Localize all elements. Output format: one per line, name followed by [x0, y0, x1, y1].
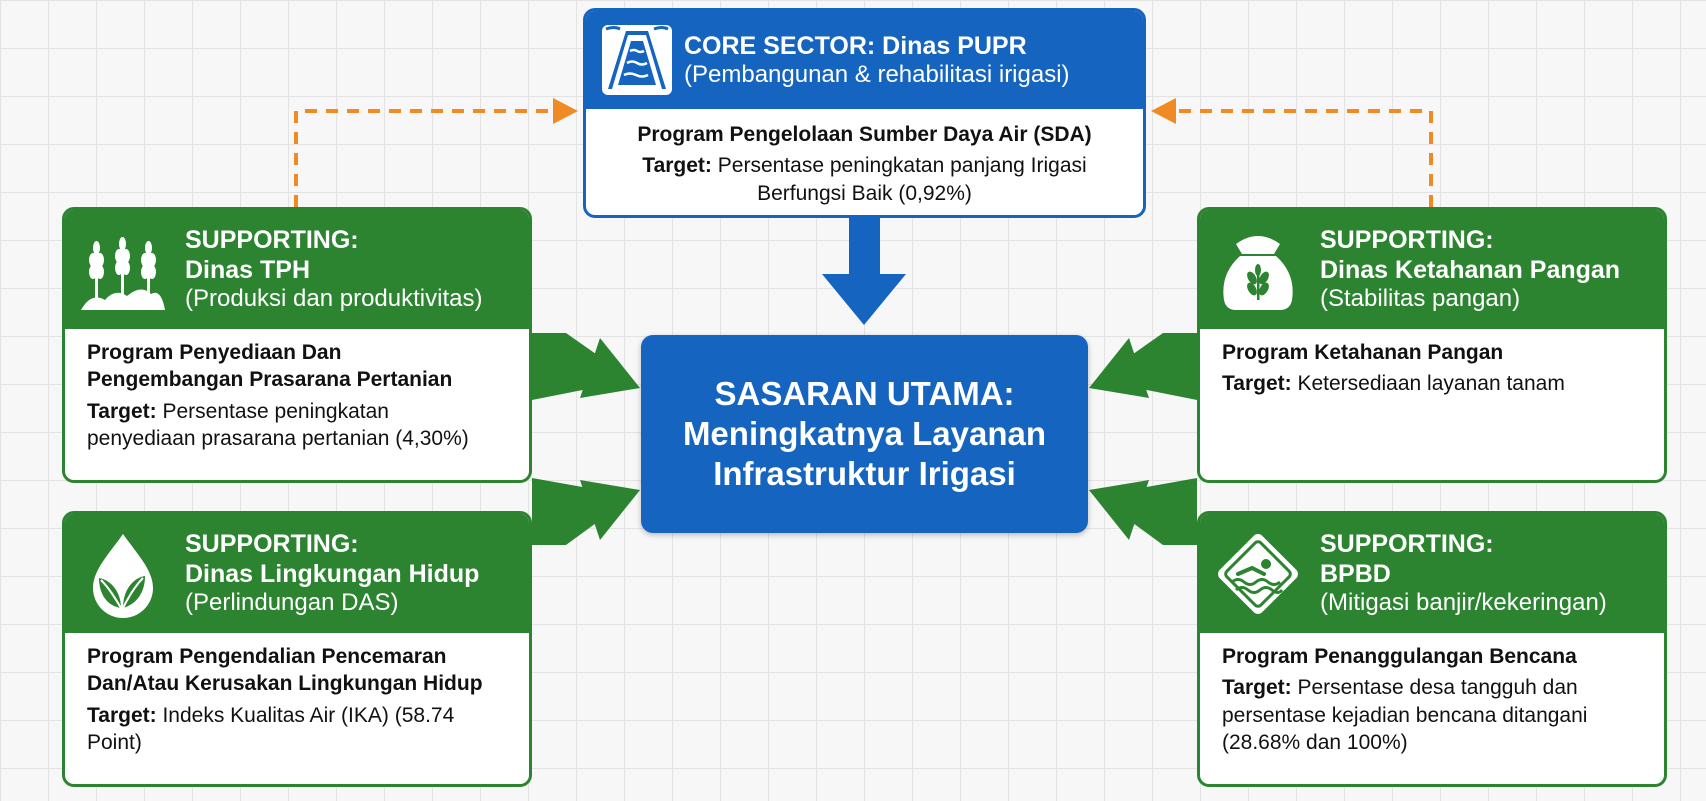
dashed-arrow-ketahanan-to-core — [1172, 109, 1433, 207]
tph-program-line2: Pengembangan Prasarana Pertanian — [87, 368, 453, 392]
main-objective-box: SASARAN UTAMA: Meningkatnya Layanan Infr… — [641, 335, 1088, 533]
arrow-lh-head — [580, 480, 640, 540]
bpbd-target-line3: (28.68% dan 100%) — [1222, 730, 1408, 754]
lh-body: Program Pengendalian Pencemaran Dan/Atau… — [65, 633, 529, 756]
supporting-card-bpbd: SUPPORTING: BPBD (Mitigasi banjir/kekeri… — [1197, 511, 1667, 787]
core-target-label: Target: — [642, 154, 712, 178]
bpbd-body: Program Penanggulangan Bencana Target: P… — [1200, 633, 1664, 756]
irrigation-canal-icon — [600, 23, 674, 97]
dashed-arrowhead-left — [553, 98, 578, 124]
ketahanan-target: Target: Ketersediaan layanan tanam — [1222, 370, 1646, 397]
grain-sack-icon — [1214, 226, 1302, 314]
bpbd-target-line2: persentase kejadian bencana ditangani — [1222, 703, 1588, 727]
lh-target-line2: Point) — [87, 730, 142, 754]
core-program: Program Pengelolaan Sumber Daya Air (SDA… — [637, 123, 1092, 146]
bpbd-target-label: Target: — [1222, 676, 1292, 700]
supporting-card-lingkungan-hidup: SUPPORTING: Dinas Lingkungan Hidup (Perl… — [62, 511, 532, 787]
dashed-arrowhead-right — [1151, 98, 1176, 124]
arrow-ketahanan-head — [1089, 338, 1149, 398]
tph-org: Dinas TPH — [185, 256, 311, 285]
core-sector-card: CORE SECTOR: Dinas PUPR (Pembangunan & r… — [583, 8, 1146, 218]
bpbd-desc: (Mitigasi banjir/kekeringan) — [1320, 589, 1607, 617]
supporting-card-ketahanan-pangan: SUPPORTING: Dinas Ketahanan Pangan (Stab… — [1197, 207, 1667, 483]
arrow-tph-to-main — [532, 333, 633, 400]
core-sector-header: CORE SECTOR: Dinas PUPR (Pembangunan & r… — [586, 11, 1143, 109]
arrow-core-to-main — [822, 218, 906, 325]
lh-desc: (Perlindungan DAS) — [185, 589, 399, 617]
lh-target: Target: Indeks Kualitas Air (IKA) (58.74… — [87, 702, 511, 757]
arrow-bpbd-head — [1089, 480, 1149, 540]
ketahanan-body: Program Ketahanan Pangan Target: Keterse… — [1200, 329, 1664, 398]
ketahanan-target-label: Target: — [1222, 372, 1292, 396]
lh-org: Dinas Lingkungan Hidup — [185, 560, 480, 589]
ketahanan-desc: (Stabilitas pangan) — [1320, 285, 1521, 313]
tph-target-line1: Persentase peningkatan — [162, 399, 389, 423]
lh-target-line1: Indeks Kualitas Air (IKA) (58.74 — [162, 703, 455, 727]
bpbd-target-line1: Persentase desa tangguh dan — [1297, 676, 1578, 700]
dashed-arrow-tph-to-core — [294, 109, 556, 207]
bpbd-header: SUPPORTING: BPBD (Mitigasi banjir/kekeri… — [1200, 514, 1664, 633]
main-objective-line3: Infrastruktur Irigasi — [713, 455, 1016, 493]
flood-warning-sign-icon — [1214, 530, 1302, 618]
bpbd-program: Program Penanggulangan Bencana — [1222, 645, 1577, 668]
tph-desc: (Produksi dan produktivitas) — [185, 285, 483, 313]
lh-target-label: Target: — [87, 703, 157, 727]
main-objective-line2: Meningkatnya Layanan — [682, 414, 1047, 452]
ketahanan-role: SUPPORTING: — [1320, 226, 1494, 255]
tph-target-label: Target: — [87, 399, 157, 423]
lh-header: SUPPORTING: Dinas Lingkungan Hidup (Perl… — [65, 514, 529, 633]
tph-target: Target: Persentase peningkatan penyediaa… — [87, 398, 511, 453]
lh-program-line1: Program Pengendalian Pencemaran — [87, 645, 447, 668]
arrow-bpbd-to-main — [1096, 478, 1197, 545]
ketahanan-program: Program Ketahanan Pangan — [1222, 341, 1504, 364]
tph-role: SUPPORTING: — [185, 226, 359, 255]
ketahanan-org: Dinas Ketahanan Pangan — [1320, 256, 1621, 285]
bpbd-role: SUPPORTING: — [1320, 530, 1494, 559]
arrow-lh-to-main — [532, 478, 633, 545]
lh-program-line2: Dan/Atau Kerusakan Lingkungan Hidup — [87, 672, 483, 696]
core-sector-subtitle: (Pembangunan & rehabilitasi irigasi) — [684, 60, 1070, 88]
ketahanan-target-line1: Ketersediaan layanan tanam — [1297, 372, 1565, 396]
supporting-card-tph: SUPPORTING: Dinas TPH (Produksi dan prod… — [62, 207, 532, 483]
tph-target-line2: penyediaan prasarana pertanian (4,30%) — [87, 426, 469, 450]
core-sector-title: CORE SECTOR: Dinas PUPR — [684, 31, 1027, 60]
tph-header: SUPPORTING: Dinas TPH (Produksi dan prod… — [65, 210, 529, 329]
wheat-plants-icon — [79, 226, 167, 314]
ketahanan-header: SUPPORTING: Dinas Ketahanan Pangan (Stab… — [1200, 210, 1664, 329]
main-objective-line1: SASARAN UTAMA: — [714, 374, 1015, 412]
arrow-tph-head — [580, 338, 640, 398]
core-target: Target: Persentase peningkatan panjang I… — [600, 152, 1129, 207]
tph-program-line1: Program Penyediaan Dan — [87, 341, 342, 364]
core-target-line2: Berfungsi Baik (0,92%) — [757, 181, 972, 205]
core-sector-body: Program Pengelolaan Sumber Daya Air (SDA… — [586, 109, 1143, 207]
tph-body: Program Penyediaan Dan Pengembangan Pras… — [65, 329, 529, 452]
water-drop-leaf-icon — [79, 530, 167, 618]
bpbd-target: Target: Persentase desa tangguh dan pers… — [1222, 674, 1646, 756]
arrow-ketahanan-to-main — [1096, 333, 1197, 400]
lh-role: SUPPORTING: — [185, 530, 359, 559]
core-target-line1: Persentase peningkatan panjang Irigasi — [717, 154, 1087, 178]
bpbd-org: BPBD — [1320, 560, 1391, 589]
